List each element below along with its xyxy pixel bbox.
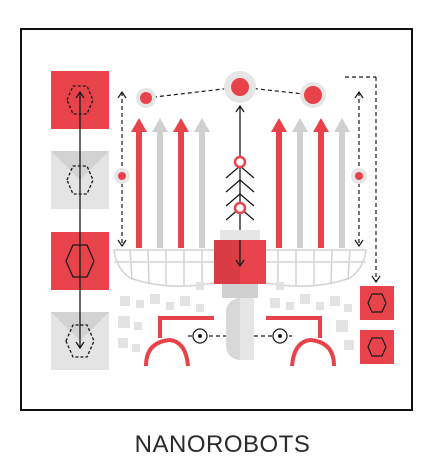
hexagon-icon	[367, 293, 387, 313]
right-dashed-arrow	[345, 76, 381, 284]
left-dashed-arrow	[114, 90, 130, 248]
pixel-squares	[118, 282, 354, 352]
hexagon-icon	[367, 337, 387, 357]
bottom-dashed-links	[188, 328, 292, 344]
left-arrow-group	[131, 118, 210, 248]
right-hexagon-column	[360, 286, 394, 364]
right-arrow-group	[271, 118, 350, 248]
hexagon-icon	[66, 85, 94, 115]
hexagon-icon	[66, 165, 94, 195]
grid-wings	[113, 249, 367, 287]
center-antenna	[225, 104, 255, 250]
bottom-circuit	[144, 316, 336, 367]
caption: NANOROBOTS	[134, 431, 311, 458]
left-hexagon-column	[51, 71, 109, 370]
top-node-network	[136, 71, 326, 108]
hexagon-icon	[65, 324, 95, 358]
robot-body	[214, 230, 266, 360]
